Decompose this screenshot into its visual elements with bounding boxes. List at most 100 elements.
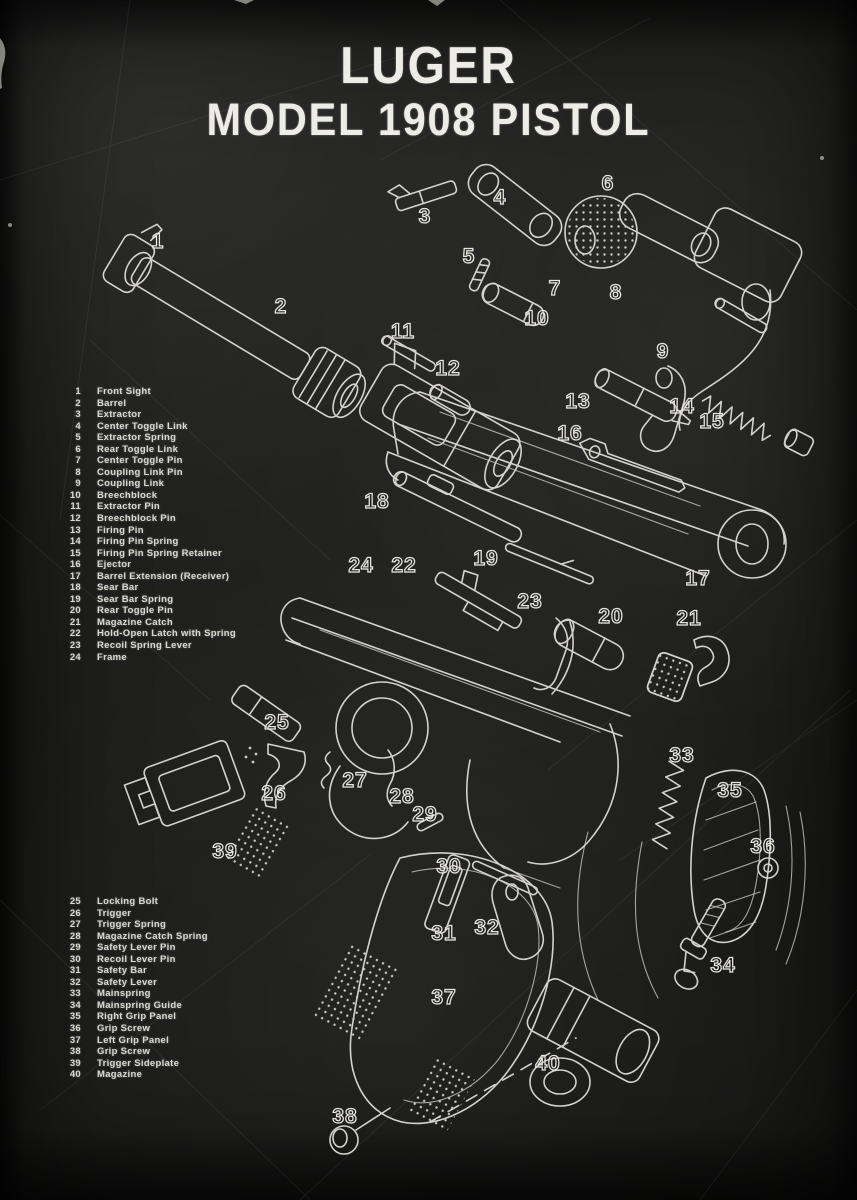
- part-number: 39: [69, 1057, 81, 1069]
- part-number: 35: [69, 1011, 81, 1023]
- part-coupling-link: [639, 365, 686, 452]
- callout-number: 13: [565, 390, 590, 413]
- part-number: 13: [69, 524, 81, 536]
- part-number: 34: [69, 999, 81, 1011]
- part-label: Safety Bar: [97, 965, 147, 977]
- callout-number: 27: [342, 769, 367, 792]
- assembly-dashed-line: [429, 1037, 577, 1123]
- callout-number: 1: [152, 230, 165, 253]
- callout-number: 16: [557, 422, 582, 445]
- callout-number: 7: [549, 277, 562, 300]
- part-trigger: [263, 743, 307, 809]
- callout-number: 19: [473, 547, 498, 570]
- callout-number: 31: [431, 922, 456, 945]
- part-barrel: [102, 223, 367, 419]
- part-firing-pin-spring: [701, 395, 772, 442]
- part-number: 30: [69, 953, 81, 965]
- part-label: Sear Bar: [97, 582, 139, 594]
- callout-number: 26: [261, 782, 286, 805]
- part-rear-toggle-link: [564, 192, 720, 269]
- part-label: Mainspring: [97, 988, 151, 1000]
- part-number: 29: [69, 942, 81, 954]
- part-label: Magazine: [97, 1069, 143, 1081]
- part-number: 2: [75, 397, 81, 409]
- callout-number: 10: [524, 307, 549, 330]
- part-right-grip-panel: [690, 769, 806, 965]
- part-label: Coupling Link Pin: [97, 466, 183, 478]
- part-label: Firing Pin Spring Retainer: [97, 547, 222, 559]
- callout-number: 39: [212, 840, 237, 863]
- part-number: 17: [69, 570, 81, 582]
- part-number: 10: [69, 489, 81, 501]
- part-label: Recoil Spring Lever: [97, 640, 192, 652]
- part-label: Extractor: [97, 409, 142, 421]
- part-hold-open-latch: [434, 569, 523, 632]
- callout-number: 40: [535, 1052, 560, 1075]
- part-rear-toggle-pin: [553, 618, 625, 671]
- part-firing-pin: [594, 368, 692, 426]
- parts-list-item: 33 Mainspring: [62, 988, 208, 1000]
- part-mainspring-guide: [674, 898, 727, 990]
- part-number: 36: [69, 1023, 81, 1035]
- part-label: Barrel Extension (Receiver): [97, 570, 230, 582]
- callout-number: 28: [389, 785, 414, 808]
- callout-number: 3: [419, 205, 432, 228]
- callout-number: 17: [685, 567, 710, 590]
- parts-list-item: 22 Hold-Open Latch with Spring: [62, 628, 236, 640]
- part-number: 33: [69, 988, 81, 1000]
- callout-number: 14: [669, 395, 694, 418]
- part-number: 27: [69, 919, 81, 931]
- part-label: Center Toggle Pin: [97, 455, 183, 467]
- part-label: Magazine Catch: [97, 616, 173, 628]
- part-number: 6: [75, 443, 81, 455]
- callout-number: 11: [391, 320, 415, 343]
- part-frame-rear-section: [678, 207, 803, 431]
- part-label: Extractor Pin: [97, 501, 161, 513]
- part-trigger-spring: [320, 751, 332, 789]
- part-number: 7: [75, 455, 81, 467]
- callout-number: 23: [517, 590, 542, 613]
- part-number: 25: [69, 896, 81, 907]
- part-label: Hold-Open Latch with Spring: [97, 628, 236, 640]
- part-label: Barrel: [97, 397, 127, 409]
- part-left-grip-panel: [313, 852, 554, 1133]
- part-frame: [280, 597, 631, 889]
- part-label: Grip Screw: [97, 1046, 151, 1058]
- part-locking-bolt: [231, 684, 302, 764]
- part-grip-screw-right: [757, 857, 779, 879]
- part-number: 26: [69, 907, 81, 919]
- part-extractor: [387, 180, 458, 212]
- part-label: Safety Lever Pin: [97, 942, 176, 954]
- part-safety-lever-pin: [416, 812, 444, 832]
- part-number: 5: [75, 432, 81, 444]
- part-label: Frame: [97, 651, 128, 663]
- callout-number: 4: [494, 186, 507, 209]
- part-extractor-spring: [468, 257, 491, 292]
- part-label: Right Grip Panel: [97, 1011, 177, 1023]
- part-label: Breechblock: [97, 489, 158, 501]
- part-number: 22: [69, 628, 81, 640]
- part-label: Front Sight: [97, 386, 151, 397]
- part-label: Recoil Lever Pin: [97, 953, 176, 965]
- part-number: 9: [75, 478, 81, 490]
- part-number: 40: [69, 1069, 81, 1081]
- part-number: 32: [69, 976, 81, 988]
- part-number: 8: [75, 466, 81, 478]
- part-label: Breechblock Pin: [97, 513, 176, 525]
- part-coupling-link-pin: [714, 297, 768, 334]
- part-label: Left Grip Panel: [97, 1034, 170, 1046]
- part-number: 23: [69, 640, 81, 652]
- part-safety-bar: [424, 854, 471, 934]
